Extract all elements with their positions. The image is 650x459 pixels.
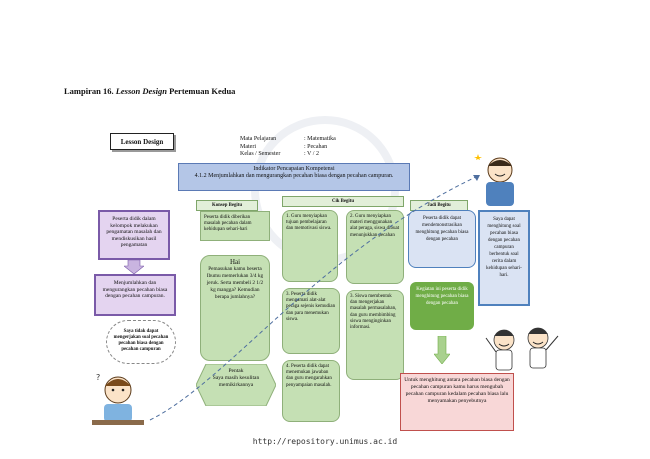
heading-prefix: Lampiran 16. xyxy=(64,86,114,96)
konsep-question: Pemasukan kamu beserta Ibumu memerlukan … xyxy=(206,266,264,300)
meta-value: : V / 2 xyxy=(304,151,319,157)
pentagon-shape xyxy=(196,364,276,406)
meta-value: : Matematika xyxy=(304,136,336,142)
pentagon-title: Pentak xyxy=(228,368,244,374)
cik-step-1: 1. Guru menyiapkan tujuan pembelajaran d… xyxy=(282,210,338,282)
hai-label: Hai xyxy=(229,258,241,266)
indikator-box: Indikator Pencapaian Kompetensi 4.1.2 Me… xyxy=(178,163,410,191)
heading-italic: Lesson Design xyxy=(115,86,167,96)
pentagon-body: Saya masih kesulitan memikirkannya xyxy=(212,375,260,388)
lesson-design-label: Lesson Design xyxy=(110,133,174,150)
meta-key: Materi xyxy=(240,143,256,150)
jadi-box-1: Peserta didik dapat mendemonstrasikan me… xyxy=(408,210,476,268)
thought-cloud: Saya tidak dapat mengerjakan soal pecaha… xyxy=(106,320,176,364)
svg-text:?: ? xyxy=(96,373,100,382)
indikator-title: Indikator Pencapaian Kompetensi xyxy=(253,166,335,172)
heading-suffix: Pertemuan Kedua xyxy=(169,86,236,96)
indikator-text: 4.1.2 Menjumlahkan dan mengurangkan peca… xyxy=(194,173,394,179)
meta-key: Mata Pelajaran xyxy=(240,136,277,142)
left-box-2: Menjumlahkan dan mengurangkan pecahan bi… xyxy=(94,274,176,316)
konsep-question-box: Hai Pemasukan kamu beserta Ibumu memerlu… xyxy=(200,255,270,361)
cik-step-2: 2. Guru menyiapkan materi menggunakan al… xyxy=(346,210,404,284)
footer-url: http://repository.unimus.ac.id xyxy=(252,437,398,446)
meta-key: Kelas / Semester xyxy=(240,151,281,157)
pentagon-text: Pentak Saya masih kesulitan memikirkanny… xyxy=(206,368,266,389)
jadi-box-2: Kegiatan ini peserta didik menghitung pe… xyxy=(410,282,474,330)
left-box-1: Peserta didik dalam kelompok melakukan p… xyxy=(98,210,170,260)
jadi-conclusion-box: Untuk menghitung antara pecahan biasa de… xyxy=(400,373,514,431)
right-goal-box: Saya dapat menghitung soal pecahan biasa… xyxy=(478,210,530,306)
meta-table: Mata Pelajaran : Matematika Materi : Pecah… xyxy=(240,136,336,159)
cik-step-4: 3. Siswa membentuk dan mengerjakan masal… xyxy=(346,290,404,380)
label-cik: Cik Begitu xyxy=(282,196,404,207)
down-arrow-icon xyxy=(434,336,450,364)
label-konsep: Konsep Begitu xyxy=(196,200,258,211)
meta-value: : Pecahan xyxy=(304,143,328,150)
cik-step-3: 3. Peserta didik mengamati alat-alat per… xyxy=(282,288,340,354)
thinking-person-icon: ? xyxy=(92,373,144,425)
page-heading: Lampiran 16. Lesson Design Pertemuan Ked… xyxy=(64,86,235,96)
happy-person-icon xyxy=(474,154,514,206)
down-arrow-icon xyxy=(124,260,144,274)
cik-step-5: 4. Peserta didik dapat menemukan jawaban… xyxy=(282,360,340,422)
cheering-kids-icon xyxy=(485,327,559,371)
konsep-box-1: Peserta didik diberikan masalah pecahan … xyxy=(200,211,270,241)
